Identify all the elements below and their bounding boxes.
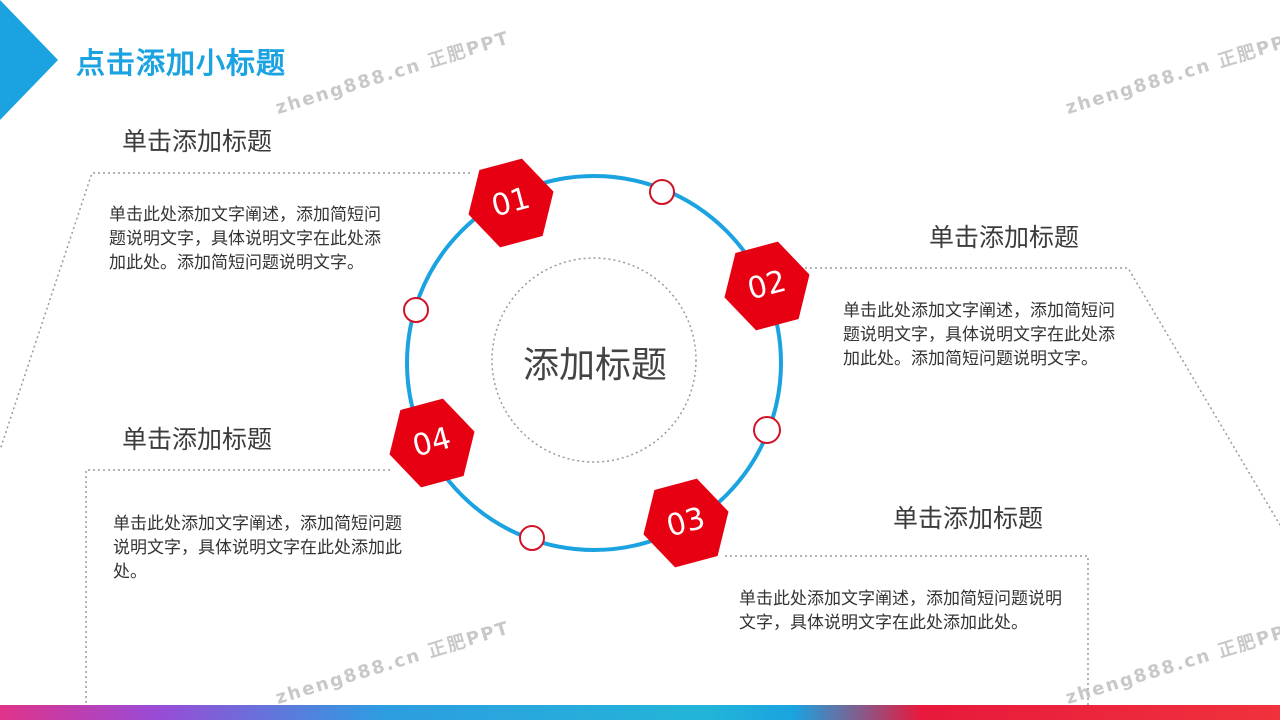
section-01-text[interactable]: 单击此处添加文字阐述，添加简短问题说明文字，具体说明文字在此处添加此处。添加简短… <box>109 205 381 273</box>
section-04-title[interactable]: 单击添加标题 <box>122 425 273 454</box>
section-02-text[interactable]: 单击此处添加文字阐述，添加简短问题说明文字，具体说明文字在此处添加此处。添加简短… <box>843 301 1115 369</box>
corner-triangle-accent <box>0 0 58 120</box>
ring-node <box>403 297 429 323</box>
bottom-color-bar <box>0 705 1280 720</box>
ring-node <box>519 525 545 551</box>
section-03-text[interactable]: 单击此处添加文字阐述，添加简短问题说明文字，具体说明文字在此处添加此处。 <box>739 589 1062 633</box>
main-ring <box>405 174 783 552</box>
hexagon-01 <box>468 158 554 248</box>
ring-node <box>649 179 675 205</box>
hexagon-02 <box>724 241 810 331</box>
ring-nodes <box>403 179 781 551</box>
number-hexagons <box>389 158 810 568</box>
center-dotted-circle <box>491 257 697 463</box>
hexagon-03 <box>643 478 729 568</box>
connector-01 <box>0 172 470 451</box>
connector-03 <box>725 555 1089 705</box>
section-04-text[interactable]: 单击此处添加文字阐述，添加简短问题说明文字，具体说明文字在此处添加此处。 <box>113 514 402 582</box>
ring-node <box>753 416 781 444</box>
connector-04 <box>85 469 390 705</box>
section-03-title[interactable]: 单击添加标题 <box>893 504 1044 533</box>
hexagon-04 <box>389 398 475 488</box>
slide-subtitle[interactable]: 点击添加小标题 <box>76 46 287 80</box>
dotted-connectors <box>0 172 1280 705</box>
section-01-title[interactable]: 单击添加标题 <box>122 127 273 156</box>
center-title[interactable]: 添加标题 <box>522 345 667 386</box>
section-02-title[interactable]: 单击添加标题 <box>929 223 1080 252</box>
